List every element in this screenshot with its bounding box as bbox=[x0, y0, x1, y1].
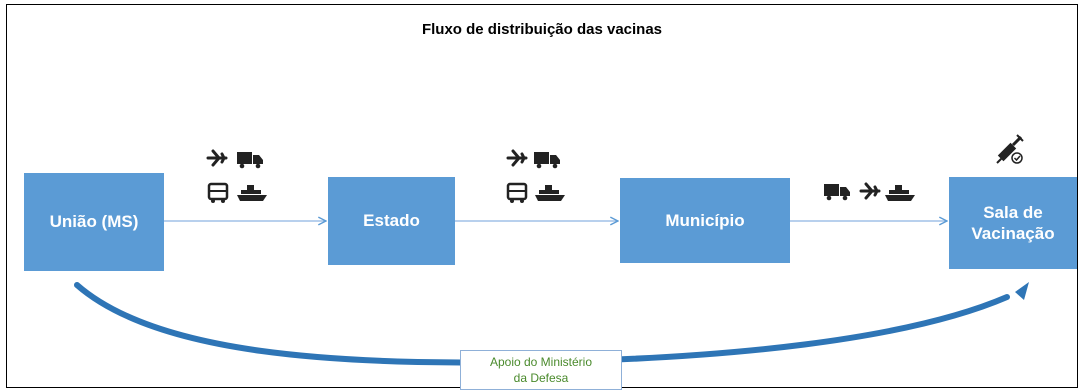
ship-icon bbox=[535, 185, 565, 201]
ministerio-defesa-text: Apoio do Ministério da Defesa bbox=[489, 355, 593, 385]
bus-icon bbox=[207, 182, 229, 203]
ship-icon bbox=[237, 185, 267, 201]
connectors-layer bbox=[74, 134, 1029, 366]
node-sala-vacinacao: Sala de Vacinação bbox=[949, 177, 1077, 269]
airplane-icon bbox=[506, 149, 528, 167]
airplane-icon bbox=[859, 182, 881, 200]
truck-icon bbox=[534, 152, 560, 169]
ministerio-defesa-label: Apoio do Ministério da Defesa bbox=[460, 350, 622, 390]
ship-icon bbox=[885, 185, 915, 201]
node-estado: Estado bbox=[328, 177, 455, 265]
node-municipio: Município bbox=[620, 178, 790, 263]
bus-icon bbox=[506, 182, 528, 203]
curved-arrowhead bbox=[1015, 282, 1029, 300]
vaccine-syringe-icon bbox=[996, 134, 1024, 164]
truck-icon bbox=[237, 152, 263, 169]
airplane-icon bbox=[206, 149, 228, 167]
diagram-frame: Fluxo de distribuição das vacinas União … bbox=[6, 4, 1078, 390]
truck-icon bbox=[824, 184, 850, 201]
diagram-title: Fluxo de distribuição das vacinas bbox=[421, 21, 663, 38]
node-uniao: União (MS) bbox=[24, 173, 164, 271]
